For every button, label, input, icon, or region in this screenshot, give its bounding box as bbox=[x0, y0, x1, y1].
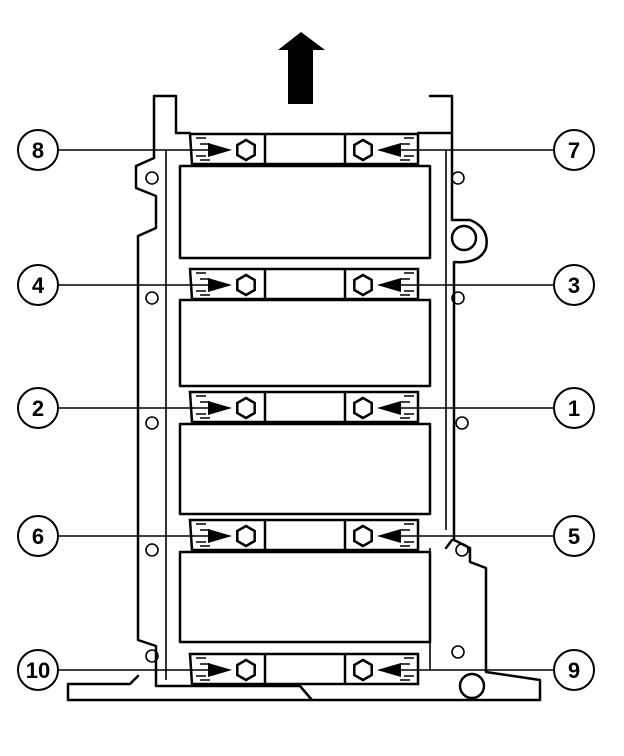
block-holes bbox=[145, 171, 486, 700]
bolt-callout-7: 7 bbox=[377, 129, 595, 171]
bolt-number-label: 2 bbox=[32, 396, 44, 421]
bolt-number-label: 10 bbox=[26, 658, 50, 683]
bolt-callout-6: 6 bbox=[17, 515, 232, 557]
bearing-caps bbox=[188, 132, 420, 686]
bolt-head-icon bbox=[353, 273, 373, 297]
bolt-number-label: 9 bbox=[568, 658, 580, 683]
bolt-head-icon bbox=[353, 524, 373, 548]
arrowhead-icon bbox=[208, 529, 232, 543]
arrowhead-icon bbox=[208, 663, 232, 677]
arrowhead-icon bbox=[208, 143, 232, 157]
arrowhead-icon bbox=[377, 401, 401, 415]
bolt-callout-3: 3 bbox=[377, 264, 595, 306]
bolt-number-label: 5 bbox=[568, 524, 580, 549]
bolt-callout-1: 1 bbox=[377, 387, 595, 429]
bolt-number-label: 6 bbox=[32, 524, 44, 549]
bolt-head-icon bbox=[236, 524, 256, 548]
arrowhead-icon bbox=[377, 278, 401, 292]
bolt-number-label: 4 bbox=[32, 273, 45, 298]
bolt-head-icon bbox=[236, 396, 256, 420]
bolt-callout-10: 10 bbox=[17, 649, 232, 691]
bearing-cap-row bbox=[188, 267, 420, 301]
front-arrow-icon bbox=[278, 32, 325, 104]
bolt-callout-9: 9 bbox=[377, 649, 595, 691]
bearing-cap-row bbox=[188, 132, 420, 166]
bolt-callout-8: 8 bbox=[17, 129, 232, 171]
bolt-head-icon bbox=[353, 138, 373, 162]
block-outline bbox=[66, 94, 542, 702]
bolt-callout-2: 2 bbox=[17, 387, 232, 429]
arrowhead-icon bbox=[208, 401, 232, 415]
bolt-head-icon bbox=[353, 658, 373, 682]
bearing-cap-row bbox=[188, 390, 420, 424]
bolt-number-label: 7 bbox=[568, 138, 580, 163]
bolt-callout-4: 4 bbox=[17, 264, 232, 306]
arrowhead-icon bbox=[208, 278, 232, 292]
bolt-number-label: 3 bbox=[568, 273, 580, 298]
arrowhead-icon bbox=[377, 663, 401, 677]
bolt-callouts: 1 2 3 4 5 6 7 8 9 10 bbox=[17, 129, 595, 691]
bolt-number-label: 1 bbox=[568, 396, 580, 421]
bolt-head-icon bbox=[236, 138, 256, 162]
bolt-callout-5: 5 bbox=[377, 515, 595, 557]
bolt-head-icon bbox=[236, 273, 256, 297]
bolt-number-label: 8 bbox=[32, 138, 44, 163]
bearing-cap-row bbox=[188, 518, 420, 552]
bolt-head-icon bbox=[353, 396, 373, 420]
arrowhead-icon bbox=[377, 529, 401, 543]
arrowhead-icon bbox=[377, 143, 401, 157]
bolt-head-icon bbox=[236, 658, 256, 682]
bearing-cap-row bbox=[188, 652, 420, 686]
